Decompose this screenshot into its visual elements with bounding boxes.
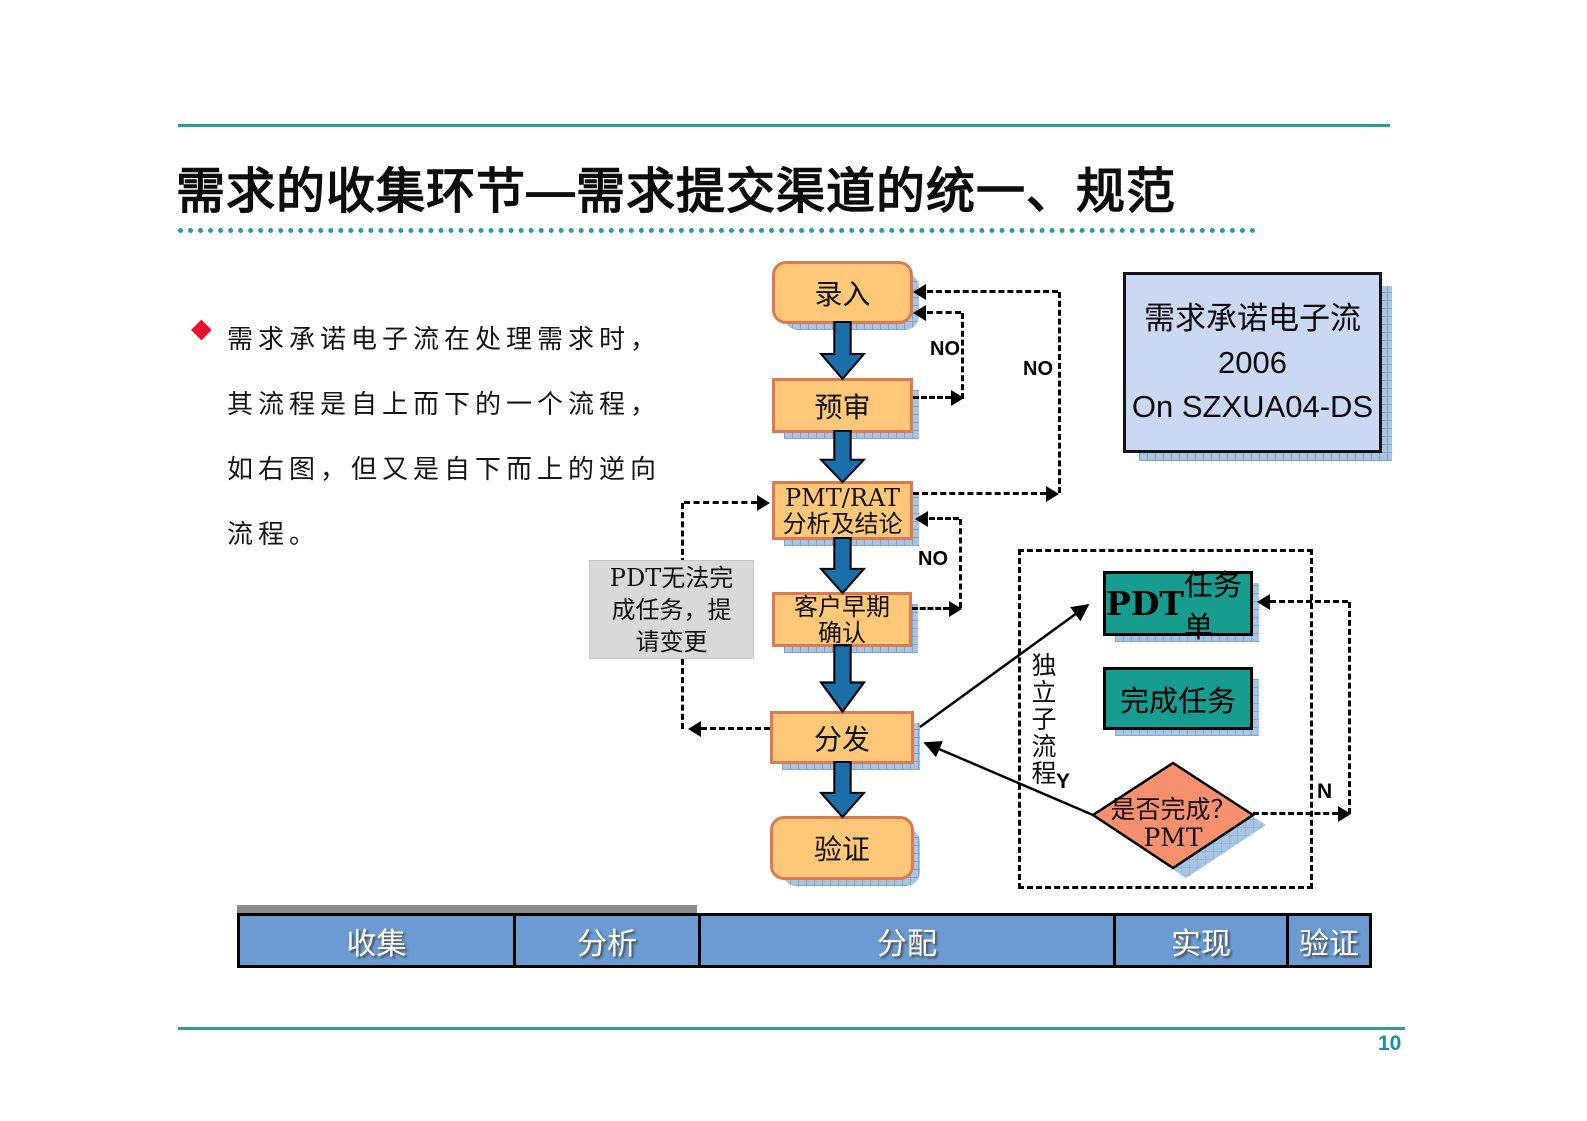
phase-cell-shixian: 实现 [1113, 916, 1286, 965]
flow-step-label: PMT/RAT [785, 483, 900, 512]
flow-step-label: 预审 [814, 390, 871, 424]
flow-step-pmt-rat: PMT/RAT 分析及结论 [772, 481, 919, 546]
gray-note-line: PDT无法完 [609, 563, 734, 592]
flow-step-label: 录入 [814, 277, 871, 311]
bullet-diamond-icon: ◆ [191, 313, 212, 343]
phase-cell-fenpei: 分配 [698, 916, 1113, 965]
bullet-line: 流程。 [227, 520, 321, 550]
flow-step-label: 分发 [813, 722, 870, 756]
arrowhead-right-icon [1338, 806, 1351, 822]
phase-label: 验证 [1299, 927, 1359, 961]
pdt-task-box-label-bold: PDT [1106, 584, 1184, 623]
flow-step-yushen: 预审 [772, 378, 919, 439]
connector-dashed [684, 501, 757, 504]
info-box-line: On SZXUA04-DS [1131, 388, 1374, 424]
page-title: 需求的收集环节—需求提交渠道的统一、规范 [176, 165, 1177, 219]
arrowhead-left-icon [913, 305, 926, 321]
flow-step-luru: 录入 [772, 261, 919, 330]
phase-bar: 收集 分析 分配 实现 验证 [237, 913, 1372, 968]
yes-label: Y [1056, 770, 1071, 793]
connector-dashed [1253, 812, 1338, 815]
phase-label: 收集 [346, 927, 407, 961]
connector-dashed [1348, 602, 1351, 814]
connector-dashed [959, 519, 962, 608]
connector-dashed [913, 396, 951, 399]
page-number: 10 [1378, 1032, 1402, 1055]
complete-task-label: 完成任务 [1119, 683, 1236, 718]
diamond-question: 是否完成？ PMT [1100, 796, 1246, 852]
no-branch-label: N [1317, 780, 1333, 803]
diamond-question-line: 是否完成？ [1110, 795, 1236, 824]
bullet-line: 需求承诺电子流在处理需求时， [227, 325, 662, 355]
flow-step-label: 分析及结论 [782, 509, 903, 538]
arrowhead-left-icon [913, 284, 926, 300]
decision-diamond [1090, 761, 1266, 878]
gray-note-line: 请变更 [635, 627, 708, 656]
connector-dashed [1270, 600, 1348, 603]
bullet-line: 如右图，但又是自下而上的逆向 [227, 455, 662, 485]
header-rule [178, 124, 1390, 127]
subflow-vertical-label: 独立子流程 [1028, 652, 1057, 787]
flow-step-yanzheng: 验证 [770, 816, 920, 886]
pdt-task-box-label: 任务单 [1184, 567, 1243, 644]
phase-label: 实现 [1171, 927, 1231, 961]
connector-dashed [929, 517, 959, 520]
flow-arrow-down-icon [819, 644, 866, 714]
flow-arrow-down-icon [819, 761, 866, 819]
flow-arrow-down-icon [819, 537, 866, 595]
flow-step-label: 确认 [818, 618, 866, 647]
footer-rule [178, 1027, 1405, 1030]
arrowhead-right-icon [951, 390, 964, 406]
flow-arrow-down-icon [819, 321, 866, 381]
info-box-line: 2006 [1218, 344, 1287, 380]
info-box-line: 需求承诺电子流 [1144, 300, 1361, 337]
arrowhead-right-icon [1046, 486, 1059, 502]
arrowhead-right-icon [757, 495, 770, 511]
flow-step-label: 验证 [813, 833, 870, 866]
bullet-line: 其流程是自上而下的一个流程， [227, 390, 662, 420]
diamond-shape [1090, 761, 1256, 870]
gray-note-line: 成任务，提 [611, 595, 732, 624]
connector-dashed [701, 727, 770, 730]
eflow-info-box: 需求承诺电子流 2006 On SZXUA04-DS [1123, 272, 1392, 461]
gray-change-request-note: PDT无法完 成任务，提 请变更 [589, 560, 754, 659]
connector-dashed [927, 290, 1058, 293]
flow-step-fenfa: 分发 [770, 711, 920, 770]
no-label: NO [918, 548, 948, 570]
phase-cell-shouji: 收集 [240, 916, 513, 965]
no-label: NO [930, 338, 960, 360]
no-label: NO [1023, 358, 1053, 380]
flow-arrow-down-icon [819, 430, 866, 484]
phase-cell-fenxi: 分析 [513, 916, 698, 965]
connector-dashed [912, 607, 949, 610]
connector-dashed [961, 313, 964, 399]
arrowhead-left-icon [915, 511, 928, 527]
phase-label: 分析 [577, 927, 637, 961]
connector-dashed [1058, 292, 1061, 493]
bar-shadow [237, 905, 697, 913]
complete-task-box: 完成任务 [1103, 667, 1259, 736]
connector-dashed [927, 311, 961, 314]
arrowhead-left-icon [688, 721, 701, 737]
flow-step-customer-confirm: 客户早期 确认 [772, 592, 918, 653]
diamond-question-line: PMT [1143, 823, 1203, 852]
phase-cell-yanzheng: 验证 [1286, 916, 1369, 965]
flow-step-label: 客户早期 [794, 592, 890, 621]
bullet-paragraph: 需求承诺电子流在处理需求时， 其流程是自上而下的一个流程， 如右图，但又是自下而… [227, 308, 697, 568]
arrowhead-left-icon [1257, 594, 1270, 610]
phase-label: 分配 [877, 927, 937, 961]
title-underline-dotted [178, 228, 1256, 233]
connector-dashed [913, 492, 1046, 495]
